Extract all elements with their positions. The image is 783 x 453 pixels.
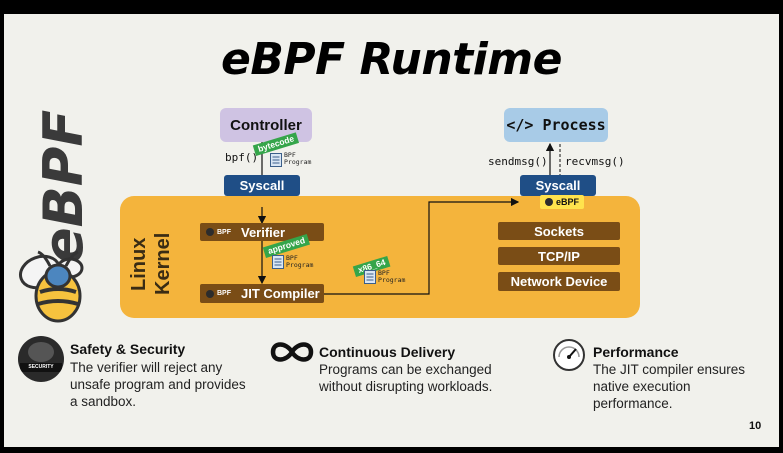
speedometer-icon <box>553 339 585 371</box>
controller-box: Controller <box>220 108 312 142</box>
ebpf-badge: eBPF <box>540 195 584 209</box>
recvmsg-label: recvmsg() <box>565 155 625 168</box>
syscall-left-box: Syscall <box>224 175 300 196</box>
sockets-box: Sockets <box>498 222 620 240</box>
slide-title: eBPF Runtime <box>221 34 562 85</box>
feature-text-performance: The JIT compiler ensures native executio… <box>593 362 746 411</box>
program-doc-icon <box>364 270 376 284</box>
bpf-call-label: bpf() <box>225 151 259 164</box>
feature-text-safety: The verifier will reject any unsafe prog… <box>70 360 246 409</box>
program-doc-icon <box>272 255 284 269</box>
jit-to-socket-arrow <box>324 197 520 295</box>
sendmsg-label: sendmsg() <box>488 155 548 168</box>
process-box: </> Process <box>504 108 608 142</box>
tcpip-box: TCP/IP <box>498 247 620 265</box>
gorilla-security-icon: SECURITY <box>18 336 64 382</box>
infinity-icon <box>270 342 314 362</box>
feature-title-safety: Safety & Security <box>70 341 186 357</box>
page-number: 10 <box>749 420 762 432</box>
slide: eBPF Runtime eBPF Linux Kernel Controlle… <box>4 14 779 447</box>
bee-mascot-icon <box>19 250 84 323</box>
feature-title-delivery: Continuous Delivery <box>319 344 456 360</box>
bee-mini-icon <box>206 289 214 298</box>
syscall-right-box: Syscall <box>520 175 596 196</box>
program-doc-icon <box>270 153 282 167</box>
feature-title-performance: Performance <box>593 344 679 360</box>
network-device-box: Network Device <box>498 272 620 291</box>
feature-text-delivery: Programs can be exchanged without disrup… <box>319 362 493 394</box>
bee-mini-icon <box>544 198 553 206</box>
bee-mini-icon <box>206 228 214 236</box>
